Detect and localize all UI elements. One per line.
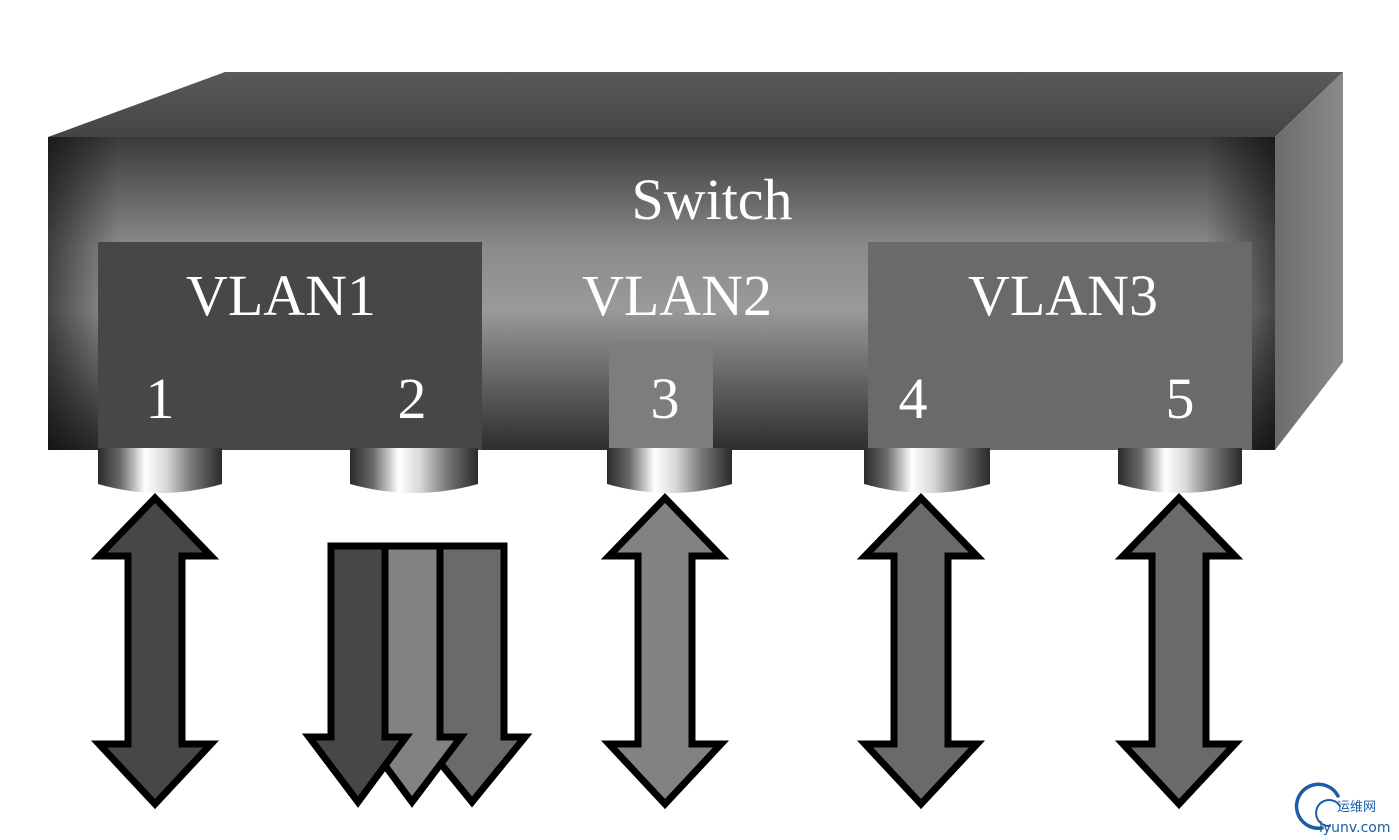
vlan3-zone	[868, 242, 1252, 450]
port-1-label: 1	[146, 366, 175, 431]
port-4-label: 4	[899, 366, 928, 431]
watermark-line1: 运维网	[1337, 800, 1376, 815]
vlan1-zone	[98, 242, 482, 450]
vlan1-label: VLAN1	[186, 263, 376, 328]
port-2-connector	[350, 448, 478, 493]
watermark: 运维网 iyunv.com	[1294, 782, 1390, 836]
port-3-bidirectional-arrow	[600, 492, 730, 810]
port-3-connector	[607, 448, 732, 493]
watermark-line2: iyunv.com	[1319, 820, 1390, 836]
port-5-bidirectional-arrow	[1114, 492, 1244, 810]
vlan2-label: VLAN2	[582, 263, 772, 328]
port-5-connector	[1118, 448, 1242, 493]
vlan3-label: VLAN3	[968, 263, 1158, 328]
switch-top-face	[48, 72, 1343, 137]
port-4-bidirectional-arrow	[856, 492, 986, 810]
switch-title: Switch	[631, 167, 792, 232]
port-1-connector	[98, 448, 222, 493]
switch-side-face	[1275, 72, 1343, 450]
port-3-label: 3	[651, 366, 680, 431]
port-4-connector	[864, 448, 990, 493]
port-1-bidirectional-arrow	[90, 492, 220, 810]
cloud-logo-icon	[1294, 782, 1340, 831]
port-5-label: 5	[1166, 366, 1195, 431]
port-connectors	[98, 448, 1242, 493]
port-2-trunk-arrow-a	[301, 542, 413, 808]
link-arrows	[90, 492, 1244, 810]
port-2-label: 2	[398, 366, 427, 431]
vlan2-port-zone	[609, 342, 713, 450]
cloud-logo-icon-inner	[1315, 799, 1341, 828]
